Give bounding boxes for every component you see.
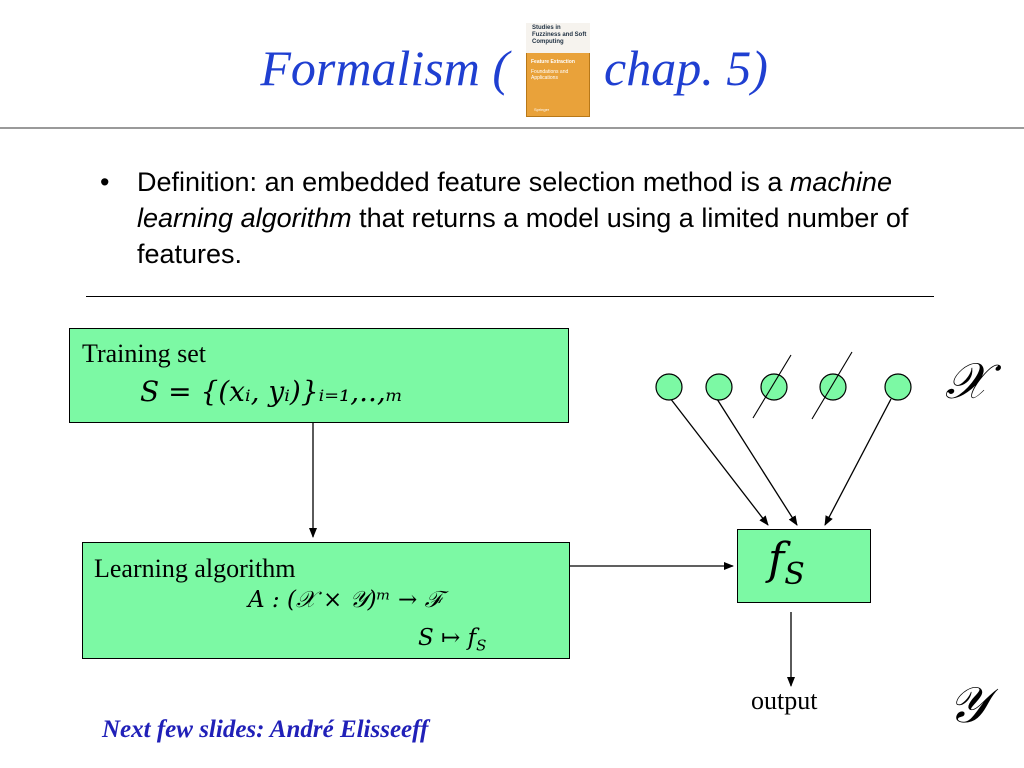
footer-note: Next few slides: André Elisseeff (102, 716, 429, 743)
feature-node-1 (655, 373, 683, 401)
learning-algorithm-box: Learning algorithm A : (𝒳 × 𝒴)ᵐ → ℱ S ↦ … (82, 542, 570, 659)
bullet-dot-icon: • (100, 167, 110, 197)
feature-node-3 (760, 373, 788, 401)
definition-after: that returns a model using a limited num… (137, 203, 909, 269)
book-cover-image: Studies in Fuzziness and Soft Computing … (526, 23, 590, 117)
book-series: Studies in Fuzziness and Soft Computing (532, 25, 587, 45)
model-symbol: fS (768, 534, 805, 592)
feature-3-strike (752, 354, 792, 419)
feature-node-2 (705, 373, 733, 401)
feature-5-arrow (824, 398, 892, 526)
feature-node-4 (819, 373, 847, 401)
learning-algorithm-label: Learning algorithm (94, 554, 296, 583)
learning-assignment-formula: S ↦ fS (418, 625, 487, 655)
feature-node-5 (884, 373, 912, 401)
model-box: fS (737, 529, 871, 603)
definition-before: Definition: an embedded feature selectio… (137, 167, 790, 197)
feature-1-arrow (669, 397, 769, 526)
title-divider (0, 127, 1024, 129)
book-publisher: Springer (534, 107, 550, 112)
feature-2-arrow (716, 398, 798, 526)
input-space-symbol: 𝒳 (945, 352, 988, 410)
slide-title: Formalism ( chap. 5) (0, 28, 1024, 108)
training-set-box: Training set S = {(xᵢ, yᵢ)}ᵢ₌₁,..,ₘ (69, 328, 569, 423)
learning-mapping-formula: A : (𝒳 × 𝒴)ᵐ → ℱ (248, 587, 442, 613)
title-left: Formalism ( (260, 40, 509, 96)
training-set-label: Training set (82, 339, 206, 368)
book-title: Feature Extraction (531, 59, 575, 65)
training-set-formula: S = {(xᵢ, yᵢ)}ᵢ₌₁,..,ₘ (140, 375, 404, 408)
section-divider (86, 296, 934, 297)
book-subtitle: Foundations and Applications (531, 69, 569, 81)
feature-4-strike (811, 351, 853, 420)
definition-emphasis: machine learning algorithm (137, 167, 892, 233)
output-space-symbol: 𝒴 (948, 676, 988, 734)
output-label: output (751, 686, 818, 715)
definition-text: Definition: an embedded feature selectio… (137, 164, 927, 272)
title-right: chap. 5) (604, 40, 768, 96)
